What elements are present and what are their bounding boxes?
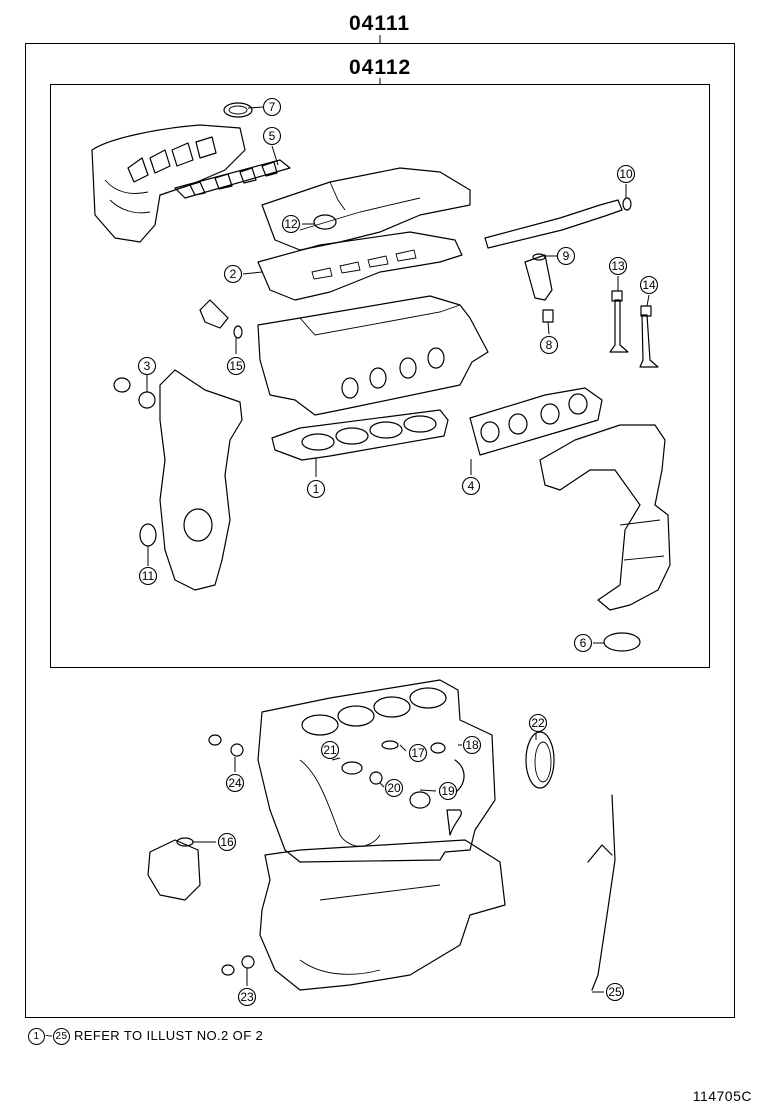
callout-24[interactable]: 24	[225, 773, 245, 793]
sensor-drawing	[199, 299, 229, 329]
leader-lines	[146, 106, 650, 993]
footnote-from-number: 1	[28, 1028, 45, 1046]
svg-text:10: 10	[619, 167, 633, 181]
svg-text:17: 17	[411, 746, 425, 760]
head-cover-drawing	[261, 167, 471, 251]
svg-text:7: 7	[269, 100, 276, 114]
callout-13[interactable]: 13	[608, 256, 628, 276]
callout-15[interactable]: 15	[226, 356, 246, 376]
svg-text:11: 11	[142, 569, 155, 583]
gasket-kit-frame	[50, 84, 710, 668]
head-cover-gasket-drawing	[257, 231, 463, 301]
callout-16[interactable]: 16	[217, 832, 237, 852]
overhaul-kit-frame	[25, 43, 735, 1018]
svg-text:2: 2	[230, 267, 237, 281]
reference-footnote: 1~25 REFER TO ILLUST NO.2 OF 2	[28, 1028, 264, 1046]
callout-23[interactable]: 23	[237, 987, 257, 1007]
kit-code-inner: 04112	[349, 56, 412, 79]
diagram-id: 114705C	[692, 1088, 752, 1104]
callout-12[interactable]: 12	[281, 214, 301, 234]
footnote-to-number: 25	[53, 1028, 70, 1046]
callout-4[interactable]: 4	[461, 476, 481, 496]
svg-text:12: 12	[284, 217, 298, 231]
svg-text:16: 16	[220, 835, 234, 849]
callout-20[interactable]: 20	[384, 778, 404, 798]
svg-text:1: 1	[313, 482, 320, 496]
rear-oil-seal-drawing	[525, 731, 555, 789]
svg-text:19: 19	[441, 784, 455, 798]
exhaust-gasket-drawing	[469, 387, 603, 456]
svg-text:4: 4	[468, 479, 475, 493]
footnote-text: REFER TO ILLUST NO.2 OF 2	[74, 1028, 264, 1043]
svg-text:24: 24	[228, 776, 242, 790]
head-gasket-drawing	[271, 409, 449, 461]
callout-10[interactable]: 10	[616, 164, 636, 184]
callout-21[interactable]: 21	[320, 740, 340, 760]
svg-text:20: 20	[387, 781, 401, 795]
svg-text:9: 9	[563, 249, 570, 263]
callout-2[interactable]: 2	[223, 264, 243, 284]
intake-manifold-drawing	[91, 124, 246, 243]
callout-3[interactable]: 3	[137, 356, 157, 376]
svg-text:18: 18	[465, 738, 479, 752]
cylinder-block-drawing	[257, 679, 496, 863]
svg-text:22: 22	[531, 716, 545, 730]
callout-11[interactable]: 11	[138, 566, 158, 586]
svg-text:23: 23	[240, 990, 254, 1004]
callout-8[interactable]: 8	[539, 335, 559, 355]
callout-22[interactable]: 22	[528, 713, 548, 733]
footnote-separator: ~	[45, 1028, 53, 1043]
callout-19[interactable]: 19	[438, 781, 458, 801]
callout-17[interactable]: 17	[408, 743, 428, 763]
svg-text:5: 5	[269, 129, 276, 143]
callout-7[interactable]: 7	[262, 97, 282, 117]
throttle-gasket-drawing	[223, 102, 253, 118]
svg-text:6: 6	[580, 636, 587, 650]
dipstick-drawing	[587, 794, 616, 991]
exhaust-manifold-drawing	[539, 424, 671, 652]
callout-25[interactable]: 25	[605, 982, 625, 1002]
svg-text:15: 15	[229, 359, 243, 373]
kit-code-outer: 04111	[349, 12, 411, 35]
oil-pump-drawing	[147, 839, 201, 901]
svg-text:25: 25	[608, 985, 622, 999]
cylinder-head-drawing	[257, 295, 489, 416]
svg-text:8: 8	[546, 338, 553, 352]
callout-6[interactable]: 6	[573, 633, 593, 653]
callout-9[interactable]: 9	[556, 246, 576, 266]
intake-gasket-drawing	[174, 159, 291, 199]
valves-drawing	[609, 290, 659, 368]
svg-text:14: 14	[642, 278, 656, 292]
callout-5[interactable]: 5	[262, 126, 282, 146]
callout-14[interactable]: 14	[639, 275, 659, 295]
svg-text:3: 3	[144, 359, 151, 373]
callout-18[interactable]: 18	[462, 735, 482, 755]
callout-1[interactable]: 1	[306, 479, 326, 499]
svg-text:13: 13	[611, 259, 625, 273]
oil-pan-drawing	[259, 839, 506, 991]
svg-text:21: 21	[323, 743, 337, 757]
